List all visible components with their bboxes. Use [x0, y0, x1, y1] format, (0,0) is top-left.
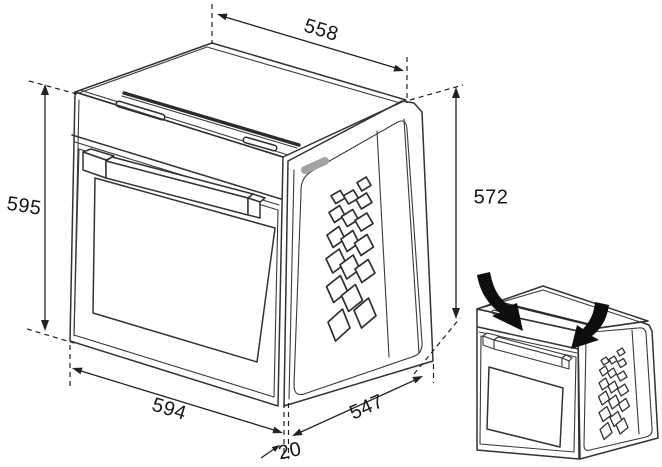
oven-front-face: [69, 91, 284, 407]
dimension-front-width: 594: [69, 345, 283, 434]
perforation-diamond: [598, 405, 612, 423]
dimension-top-width: 558: [211, 4, 408, 103]
dimension-label-front-height: 595: [5, 193, 43, 220]
dimension-side-height: 572: [409, 84, 509, 375]
perforation-diamond: [608, 355, 618, 365]
small-door-window: [486, 366, 564, 448]
perforation-diamond: [340, 208, 360, 228]
oven-side-front-inner: [288, 169, 295, 400]
small-side-seam: [631, 329, 640, 435]
small-side-perforation-pattern: [597, 347, 631, 441]
perforation-diamond: [353, 233, 375, 257]
perforation-diamond: [326, 225, 346, 249]
perforation-diamond: [598, 365, 610, 377]
small-oven-side-face: [577, 321, 659, 460]
small-oven-front-face: [476, 308, 580, 460]
perforation-diamond: [354, 212, 374, 232]
small-control-panel-bottom: [477, 326, 579, 350]
dimension-front-frame-offset: 20: [260, 438, 304, 464]
perforation-diamond: [340, 283, 364, 313]
perforation-diamond: [616, 347, 626, 357]
dimension-label-front-width: 594: [149, 394, 189, 425]
perforation-diamond: [325, 274, 349, 304]
perforation-diamond: [327, 308, 351, 342]
perforation-diamond: [354, 258, 376, 284]
oven-side-seam-2: [403, 118, 420, 354]
door-handle: [82, 148, 266, 219]
perforation-diamond: [325, 248, 347, 274]
handling-arrow-right-icon: [571, 302, 609, 349]
perforation-diamond: [607, 394, 621, 410]
perforation-diamond: [615, 417, 629, 435]
vent-slot: [301, 157, 329, 174]
main-oven-drawing: [69, 42, 434, 407]
dimension-depth: 547: [283, 364, 435, 459]
perforation-diamond: [597, 390, 611, 406]
oven-top-slot-left-inner: [117, 102, 164, 119]
door-window: [92, 177, 276, 363]
perforation-diamond: [599, 421, 613, 441]
perforation-diamond: [328, 204, 346, 224]
perforation-diamond: [616, 357, 628, 369]
oven-side-seam-1: [376, 130, 390, 358]
perforation-diamond: [617, 397, 631, 413]
perforation-diamond: [607, 380, 619, 394]
oven-top-slot-right-inner: [244, 138, 276, 150]
perforation-diamond: [356, 176, 372, 192]
handling-arrow-left-icon: [477, 272, 523, 331]
perforation-diamond: [330, 189, 346, 205]
perforation-diamond: [355, 192, 373, 210]
perforation-diamond: [616, 370, 628, 382]
control-panel-bottom: [71, 134, 282, 200]
perforation-diamond: [598, 377, 610, 391]
perforation-diamond: [340, 229, 360, 253]
perforation-diamond: [600, 356, 610, 366]
small-oven-drawing: [476, 272, 659, 460]
oven-top-band: [122, 91, 301, 147]
dimension-front-height: 595: [5, 80, 78, 344]
perforation-diamond: [342, 189, 360, 205]
perforation-diamond: [339, 254, 361, 280]
oven-top-band-edge: [121, 95, 298, 149]
perforation-diamond: [353, 297, 377, 329]
dimension-label-front-frame-offset: 20: [276, 438, 303, 464]
perforation-diamond: [609, 410, 623, 428]
perforation-diamond: [616, 383, 630, 397]
oven-top-inner-rim: [78, 46, 401, 104]
small-door-handle: [482, 332, 573, 370]
perforation-diamond: [606, 367, 618, 379]
side-perforation-pattern: [325, 176, 377, 342]
oven-side-panel: [293, 120, 423, 396]
dimension-label-side-height: 572: [474, 186, 509, 208]
